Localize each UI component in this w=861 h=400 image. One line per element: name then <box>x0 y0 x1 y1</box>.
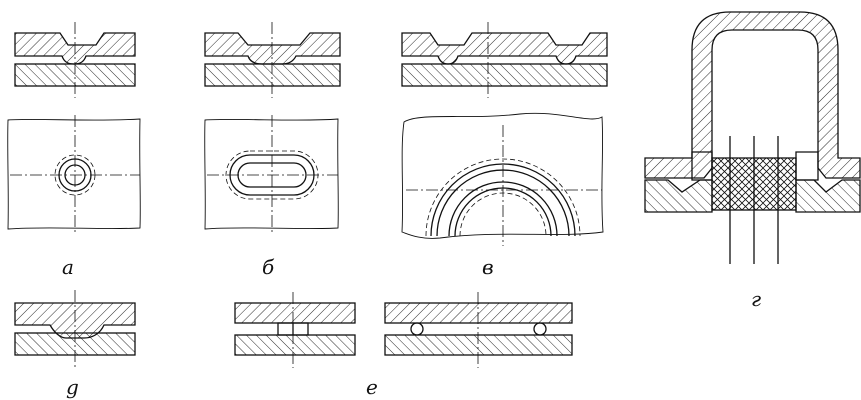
view-a-section <box>14 22 136 98</box>
view-d: g <box>14 290 136 399</box>
view-a: а <box>7 22 141 279</box>
view-g-cover <box>644 11 861 179</box>
view-g: г <box>644 11 861 311</box>
label-d: g <box>66 375 79 399</box>
view-v-section <box>401 22 608 98</box>
view-b: б <box>204 22 341 279</box>
view-e-right <box>384 292 573 368</box>
label-a: а <box>62 255 74 279</box>
view-a-plan <box>7 115 141 235</box>
view-g-wires <box>729 136 779 264</box>
view-b-section <box>204 22 341 98</box>
view-e-left <box>234 292 356 368</box>
view-e: е <box>234 292 573 399</box>
label-g: г <box>751 287 761 311</box>
label-v: в <box>482 255 494 279</box>
view-v-plan <box>401 112 604 246</box>
label-b: б <box>262 255 275 279</box>
label-e: е <box>366 375 378 399</box>
view-b-plan <box>204 115 339 235</box>
view-v: в <box>401 22 608 279</box>
